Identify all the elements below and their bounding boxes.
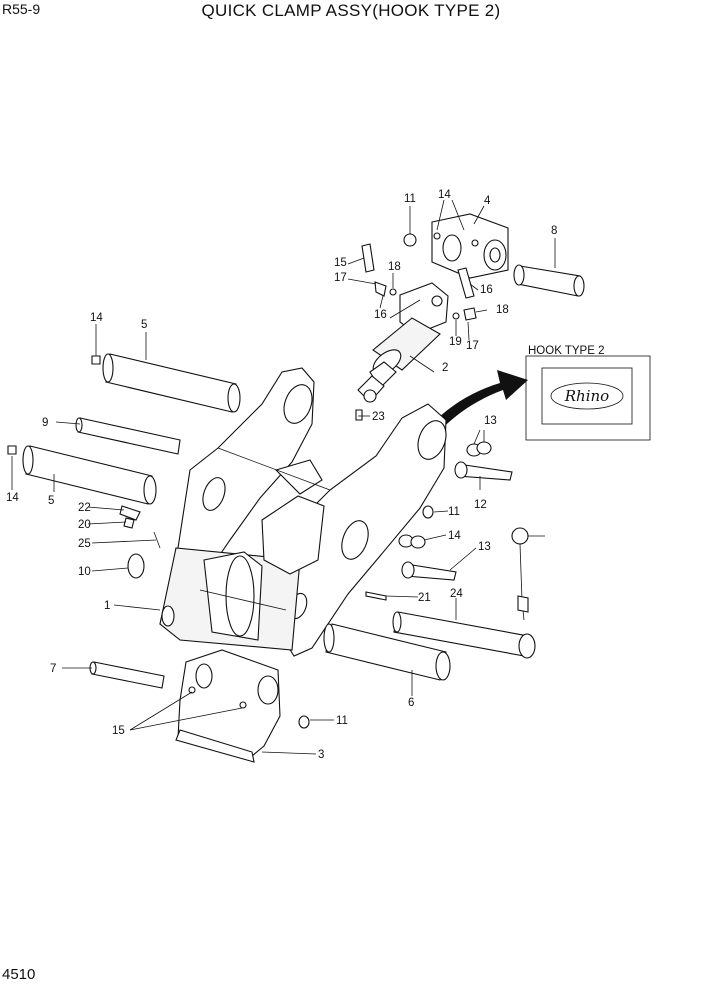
part-15-17-fittings (361, 243, 477, 321)
callout-14-top: 14 (438, 189, 451, 201)
callout-3: 3 (318, 749, 324, 761)
part-11-oring-mid (422, 505, 434, 519)
part-4-hook (431, 213, 509, 279)
callout-15-right: 16 (480, 284, 493, 296)
callout-17-left: 17 (334, 272, 347, 284)
part-2-cylinder (357, 282, 449, 403)
callout-8: 8 (551, 225, 557, 237)
part-12-bolt-b-head (401, 561, 415, 579)
callout-6: 6 (408, 697, 414, 709)
callout-15-left: 15 (334, 257, 347, 269)
part-5-pin-upper (102, 353, 241, 413)
callout-20: 21 (418, 592, 431, 604)
part-23-lockpin (392, 611, 536, 659)
part-6-pin (323, 623, 451, 681)
model-code: R55-9 (2, 1, 41, 17)
callout-2: 2 (442, 362, 448, 374)
callout-7: 7 (50, 663, 56, 675)
rhino-logo: Rhino (564, 387, 609, 405)
diagram-title: QUICK CLAMP ASSY(HOOK TYPE 2) (201, 1, 501, 20)
callout-16-left: 16 (374, 309, 387, 321)
part-21-plate (119, 505, 141, 521)
callout-17-right: 18 (496, 304, 509, 316)
callout-4: 4 (484, 195, 491, 207)
callout-numbers: 2 11 14 4 8 15 17 18 16 16 18 19 17 23 1… (6, 189, 557, 761)
callout-16-right: 17 (466, 340, 479, 352)
callout-1: 1 (104, 600, 110, 612)
part-8-pin (513, 264, 585, 297)
page-number: 4510 (2, 966, 36, 983)
callout-5-lower: 5 (48, 495, 54, 507)
part-13-nut-d (410, 535, 426, 549)
callout-12-upper: 12 (474, 499, 487, 511)
callout-12-lower: 13 (478, 541, 491, 553)
callout-10: 10 (78, 566, 91, 578)
part-12-bolt-a-head (454, 461, 468, 479)
callout-11-top: 11 (404, 193, 416, 205)
hook-type-inset: Rhino HOOK TYPE 2 (525, 345, 651, 441)
part-11-oring-low (298, 715, 310, 729)
part-22-nipple (355, 409, 363, 421)
part-14-nipple-b (7, 445, 17, 455)
part-14-nipple-a (91, 355, 101, 365)
callout-13-lower: 14 (448, 530, 461, 542)
callout-9: 9 (42, 417, 48, 429)
part-7-pin (89, 661, 165, 689)
leader-lines (11, 199, 556, 755)
callout-23: 24 (450, 588, 463, 600)
callout-13-upper: 13 (484, 415, 497, 427)
callout-11-low: 11 (336, 715, 348, 727)
part-1-frame (159, 367, 447, 657)
callout-22: 23 (372, 411, 385, 423)
part-24-pin (153, 531, 161, 549)
callout-18-top: 18 (388, 261, 401, 273)
part-9-pin (75, 417, 181, 455)
part-5-pin-lower (22, 445, 157, 505)
callout-18-right: 19 (449, 336, 462, 348)
part-3-hook (175, 649, 281, 763)
part-19-bolt (123, 517, 135, 529)
callout-24: 25 (78, 538, 91, 550)
part-11-oring-top (403, 233, 417, 247)
callout-19: 20 (78, 519, 91, 531)
part-20-rollpin (365, 591, 387, 601)
callout-14-b: 14 (6, 492, 19, 504)
part-10-snapring (127, 553, 145, 579)
callout-14-a: 14 (90, 312, 103, 324)
callout-14-c: 15 (112, 725, 125, 737)
callout-21: 22 (78, 502, 91, 514)
part-25-lanyard (511, 527, 529, 621)
callout-5-upper: 5 (141, 319, 147, 331)
callout-11-mid: 11 (448, 506, 460, 518)
part-13-nut-b (476, 441, 492, 455)
inset-label: HOOK TYPE 2 (528, 345, 604, 357)
